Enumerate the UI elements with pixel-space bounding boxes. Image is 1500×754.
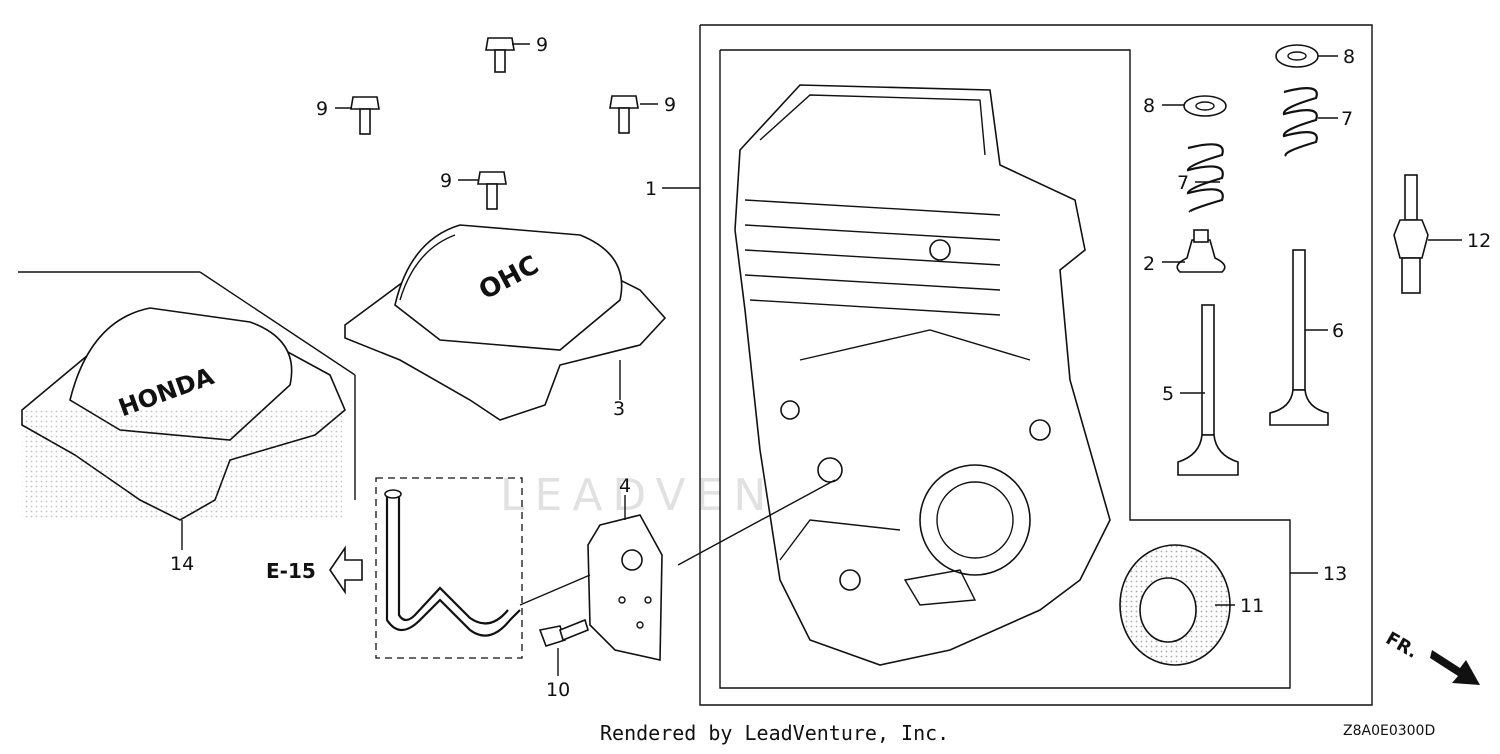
callout-3[interactable]: 3 [613,398,625,420]
callout-8b[interactable]: 8 [1343,46,1355,68]
valve-cover-honda: HONDA [21,307,346,521]
callout-5[interactable]: 5 [1162,383,1174,405]
callout-4[interactable]: 4 [619,475,631,497]
exhaust-valve [1269,249,1329,426]
bolt-9b [350,96,380,135]
callout-9a[interactable]: 9 [316,98,328,120]
callout-8a[interactable]: 8 [1143,95,1155,117]
subassembly-box-13 [719,49,1291,689]
valve-stem-seal [1176,229,1226,273]
bolt-9a [485,37,515,73]
callout-7b[interactable]: 7 [1341,108,1353,130]
callout-10[interactable]: 10 [546,679,570,701]
spark-plug [1393,174,1429,294]
rendered-by-credit: Rendered by LeadVenture, Inc. [600,721,949,745]
callout-2[interactable]: 2 [1143,253,1155,275]
bolt-9d [477,171,507,210]
diagram-code: Z8A0E0300D [1343,723,1435,739]
callout-1[interactable]: 1 [645,178,657,200]
oil-seal [1119,544,1231,666]
svg-text:FR.: FR. [1382,628,1421,663]
callout-13[interactable]: 13 [1323,563,1347,585]
valve-spring-7a [1186,143,1224,214]
callout-9d[interactable]: 9 [440,170,452,192]
bolt-10 [538,618,589,647]
hose-dashed-box [375,477,523,659]
reference-arrow [329,545,363,595]
callout-12[interactable]: 12 [1467,230,1491,252]
bolt-9c [609,95,639,134]
callout-9b[interactable]: 9 [536,34,548,56]
callout-11[interactable]: 11 [1240,595,1264,617]
valve-cover-ohc: OHC [344,224,667,421]
intake-valve [1177,304,1239,476]
valve-spring-7b [1282,87,1318,157]
leader-lines [181,43,1462,676]
front-direction-indicator: FR. [1382,628,1480,685]
breather-hose [384,489,521,637]
reference-label[interactable]: E-15 [266,559,316,583]
cylinder-block [734,84,1111,666]
callout-6[interactable]: 6 [1332,320,1344,342]
callout-9c[interactable]: 9 [664,94,676,116]
callout-14[interactable]: 14 [170,553,194,575]
assembly-box-1 [699,24,1373,706]
spring-retainer-8b [1275,44,1319,68]
breather-gasket [587,514,663,661]
callout-7a[interactable]: 7 [1177,172,1189,194]
leader-14-diag [199,271,356,376]
spring-retainer-8a [1183,95,1227,117]
